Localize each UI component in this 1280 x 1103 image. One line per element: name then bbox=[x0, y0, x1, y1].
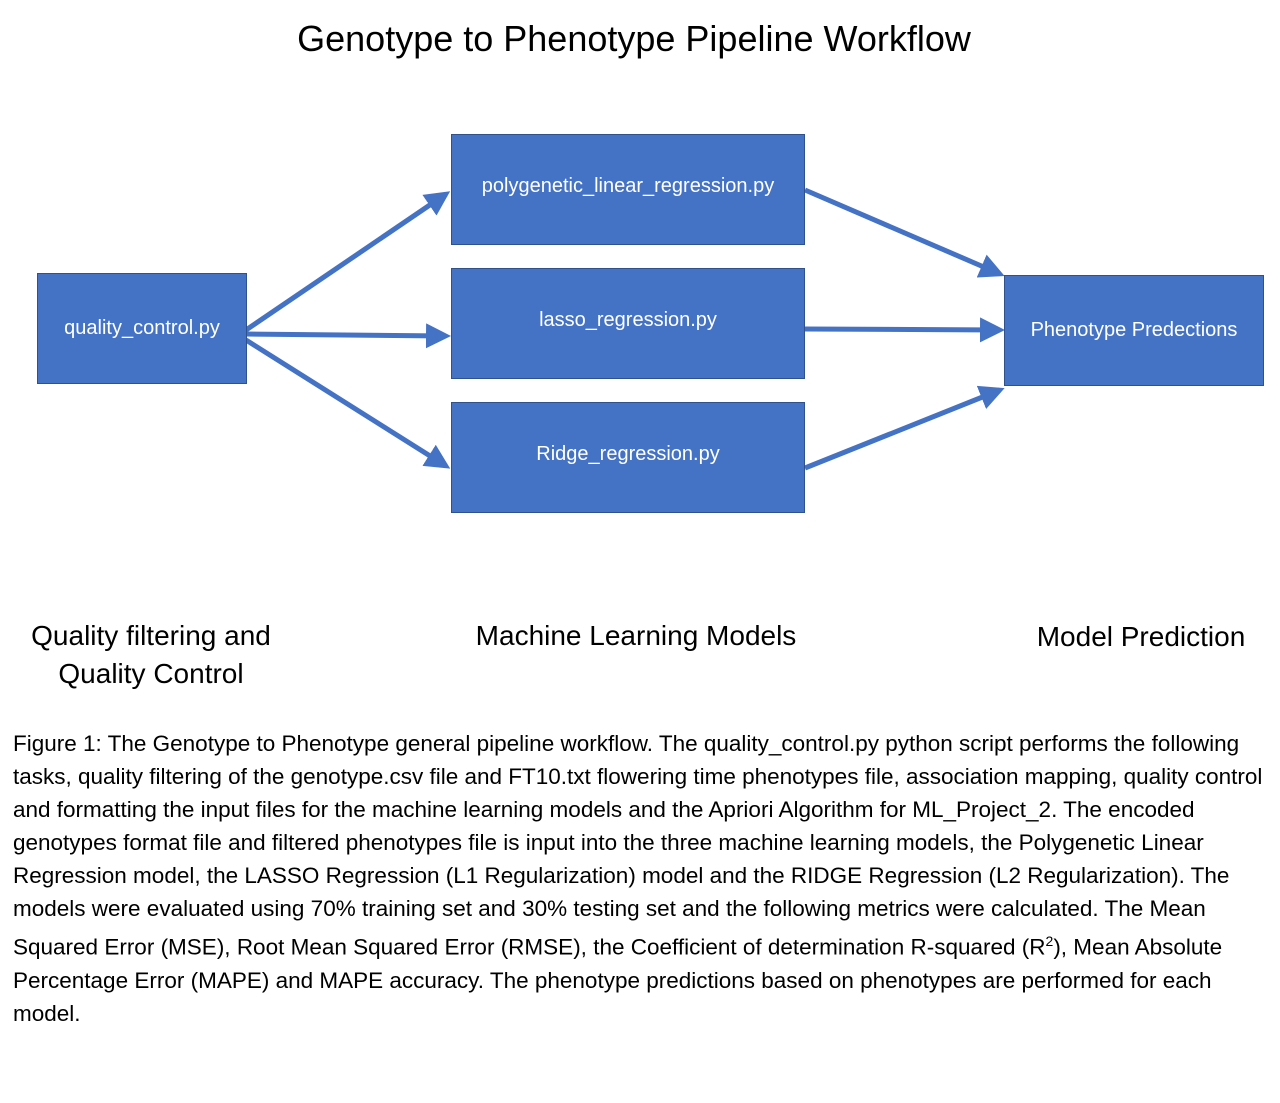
stage-qc-line1: Quality filtering and bbox=[31, 620, 271, 651]
page-title: Genotype to Phenotype Pipeline Workflow bbox=[297, 18, 971, 59]
lasso-regression-label: lasso_regression.py bbox=[539, 309, 717, 331]
quality-control-label: quality_control.py bbox=[64, 317, 220, 339]
arrow-lasso-to-prediction bbox=[804, 317, 1005, 343]
quality-control-node: quality_control.py bbox=[37, 273, 247, 384]
stage-label-quality-control: Quality filtering and Quality Control bbox=[10, 617, 292, 693]
caption-text-part2: ), Mean Absolute Percentage Error (MAPE)… bbox=[13, 934, 1223, 1026]
lasso-regression-node: lasso_regression.py bbox=[451, 268, 805, 379]
ridge-regression-label: Ridge_regression.py bbox=[536, 443, 720, 465]
polygenetic-regression-label: polygenetic_linear_regression.py bbox=[481, 175, 775, 197]
ridge-regression-node: Ridge_regression.py bbox=[451, 402, 805, 513]
workflow-arrows bbox=[244, 187, 1005, 471]
arrow-qc-to-ridge bbox=[244, 337, 451, 469]
stage-label-model-prediction: Model Prediction bbox=[1036, 621, 1246, 652]
polygenetic-regression-node: polygenetic_linear_regression.py bbox=[451, 134, 805, 245]
arrow-qc-to-polygenetic bbox=[244, 191, 451, 333]
phenotype-prediction-node: Phenotype Predections bbox=[1004, 275, 1264, 386]
stage-qc-line2: Quality Control bbox=[58, 658, 244, 689]
caption-text-part1: Figure 1: The Genotype to Phenotype gene… bbox=[13, 731, 1263, 960]
arrow-ridge-to-prediction bbox=[804, 385, 1005, 471]
arrow-qc-to-lasso bbox=[245, 323, 451, 349]
figure-caption: Figure 1: The Genotype to Phenotype gene… bbox=[13, 727, 1271, 1030]
phenotype-prediction-label: Phenotype Predections bbox=[1030, 319, 1238, 341]
caption-superscript: 2 bbox=[1045, 933, 1054, 949]
stage-label-machine-learning: Machine Learning Models bbox=[475, 620, 797, 651]
arrow-polygenetic-to-prediction bbox=[804, 187, 1005, 278]
